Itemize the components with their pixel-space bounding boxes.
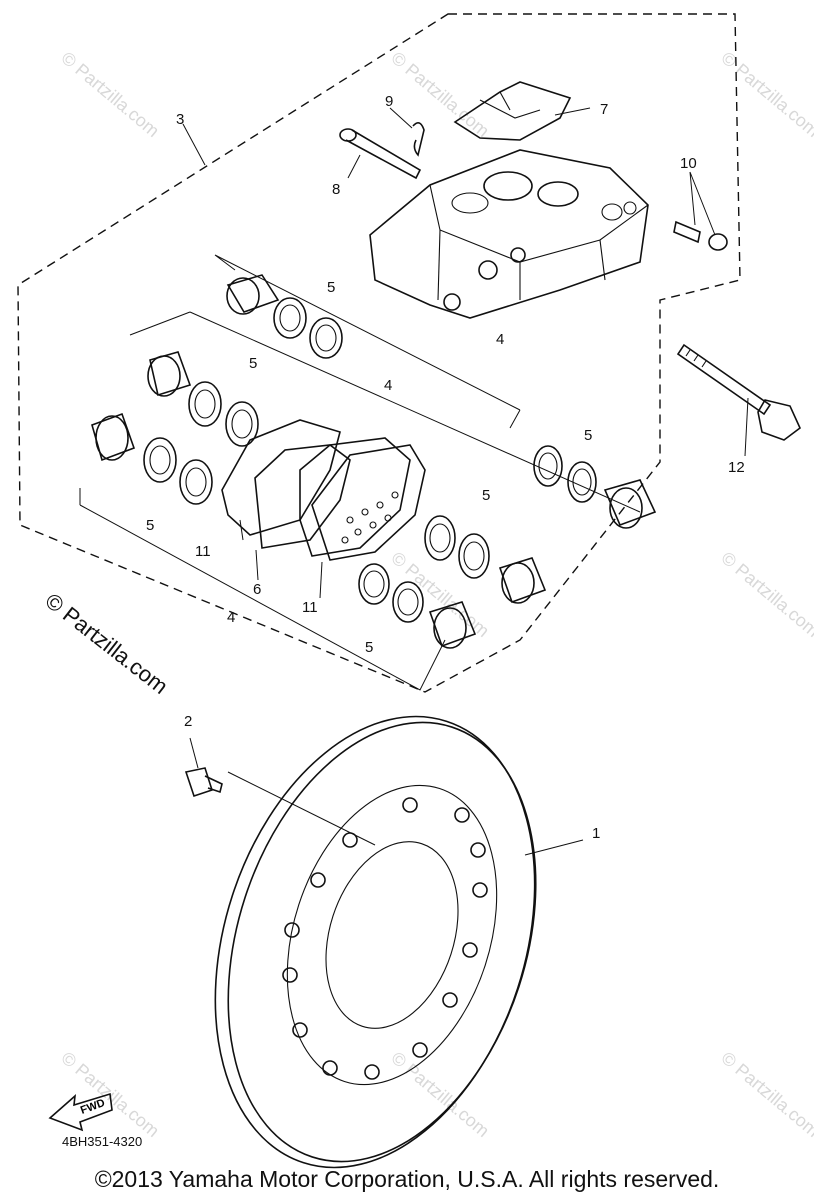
callout-5: 5 [584,427,592,444]
leader-lines [182,107,749,856]
callout-5: 5 [146,517,154,534]
piston-seal-group [424,515,547,604]
callout-11: 11 [302,599,318,616]
piston-seal-group [358,563,477,649]
callout-3: 3 [176,111,184,128]
brake-disc [214,715,537,1169]
piston-seal-group [129,311,641,513]
mounting-bolt [676,343,801,441]
callout-4: 4 [384,377,392,394]
callout-6: 6 [253,581,261,598]
callout-1: 1 [592,825,600,842]
disc-bolt [184,767,223,798]
watermark-text: © Partzilla.com [387,548,493,641]
watermark-text: © Partzilla.com [717,1048,814,1141]
diagram-part-code: 4BH351-4320 [62,1134,143,1149]
callout-2: 2 [184,713,192,730]
callout-5: 5 [327,279,335,296]
callout-12: 12 [728,459,745,476]
piston-seal-group [79,412,446,691]
pad-spring [453,81,572,141]
watermark-text: © Partzilla.com [387,48,493,141]
watermark-text: © Partzilla.com [387,1048,493,1141]
callout-10: 10 [680,155,697,172]
caliper-body [369,149,649,319]
callout-9: 9 [385,93,393,110]
callout-4: 4 [227,609,235,626]
callout-8: 8 [332,181,340,198]
pin-clip [412,122,425,157]
watermark-text: © Partzilla.com [57,48,163,141]
callout-7: 7 [600,101,608,118]
pad-pin [339,128,422,180]
callout-4: 4 [496,331,504,348]
callout-5: 5 [482,487,490,504]
callouts: 1 2 3 4 4 4 5 5 5 5 5 5 6 7 8 9 10 11 11… [146,93,745,842]
bleed-screw [673,220,728,251]
watermark-text: © Partzilla.com [717,548,814,641]
piston-seal-group [533,445,657,529]
brake-pads [221,419,426,561]
forward-arrow-icon: FWD [48,1092,113,1132]
disc-rivets [282,797,488,1080]
callout-5: 5 [365,639,373,656]
callout-5: 5 [249,355,257,372]
copyright-notice: ©2013 Yamaha Motor Corporation, U.S.A. A… [94,1166,720,1192]
callout-11: 11 [195,543,211,560]
watermark-text: © Partzilla.com [717,48,814,141]
caliper-assembly-boundary [17,13,741,693]
piston-seal-group [214,254,521,429]
